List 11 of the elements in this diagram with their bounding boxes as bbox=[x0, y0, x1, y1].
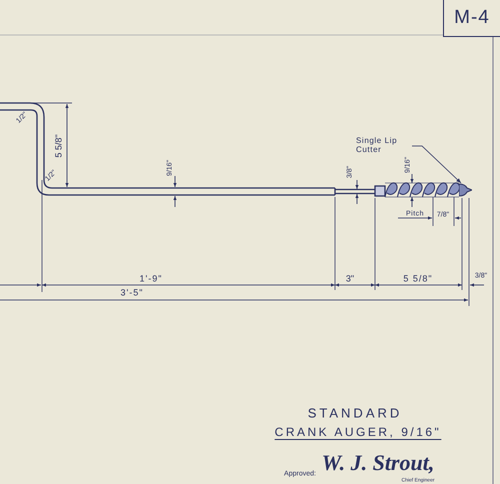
callout-text: Single Lip Cutter bbox=[356, 137, 398, 155]
title-text: CRANK AUGER, 9/16" bbox=[274, 426, 442, 438]
dimension-label: 5 5/8" bbox=[54, 134, 64, 158]
signature: W. J. Strout, bbox=[322, 452, 434, 474]
dimension-label: 5 5/8" bbox=[403, 274, 433, 284]
dimension-label: 3" bbox=[346, 274, 354, 284]
title-text: STANDARD bbox=[308, 406, 402, 420]
sheet-number-box: M-4 bbox=[443, 0, 500, 37]
leader-line bbox=[412, 146, 462, 184]
dimension-label: 1'-9" bbox=[140, 274, 162, 284]
dimension-label: 3'-5" bbox=[120, 288, 144, 298]
